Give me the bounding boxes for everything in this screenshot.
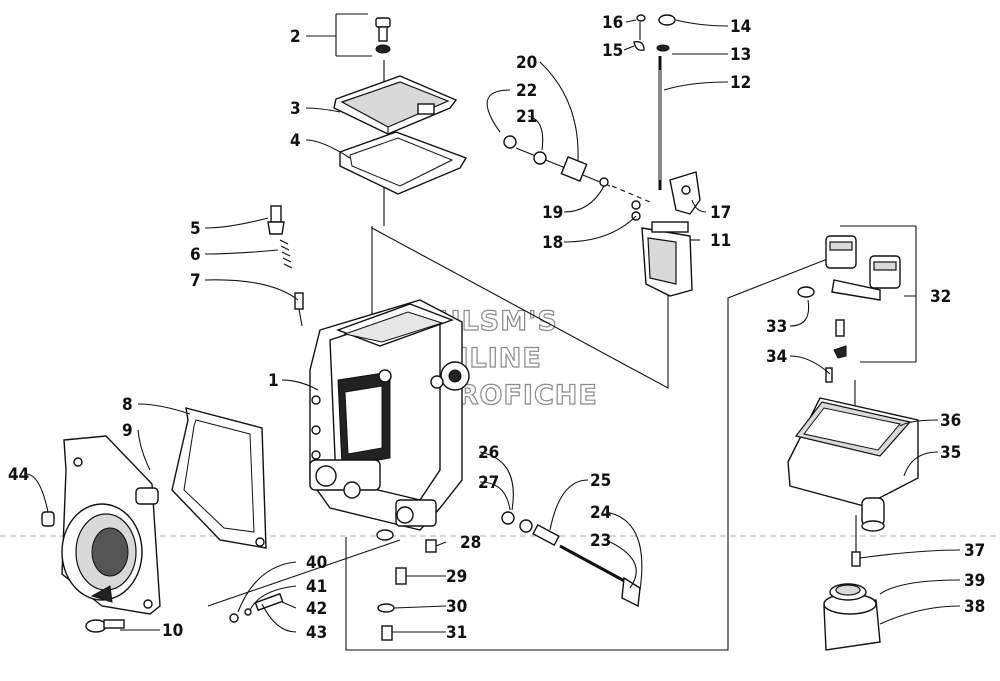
callout-labels: 1 2 3 4 5 6 7 8 9 10 11 12 13 14 15 16 1… <box>8 13 985 643</box>
callout-30: 30 <box>446 597 467 617</box>
callout-13: 13 <box>730 45 751 65</box>
intake-flange <box>61 435 161 615</box>
callout-42: 42 <box>306 599 327 619</box>
pilot-jet-set <box>501 511 641 608</box>
callout-1: 1 <box>268 371 279 391</box>
callout-4: 4 <box>290 131 301 151</box>
callout-9: 9 <box>122 421 133 441</box>
callout-14: 14 <box>730 17 751 37</box>
callout-19: 19 <box>542 203 563 223</box>
callout-7: 7 <box>190 271 201 291</box>
throttle-shaft <box>503 135 651 221</box>
needle-clip <box>633 14 646 52</box>
callout-2: 2 <box>290 27 301 47</box>
callout-32: 32 <box>930 287 951 307</box>
callout-31: 31 <box>446 623 467 643</box>
callout-27: 27 <box>478 473 499 493</box>
callout-44: 44 <box>8 465 29 485</box>
pilot-air-screw-set <box>267 205 304 327</box>
callout-38: 38 <box>964 597 985 617</box>
callout-20: 20 <box>516 53 537 73</box>
cover-gasket <box>339 131 468 195</box>
throttle-valve <box>641 221 693 297</box>
callout-21: 21 <box>516 107 537 127</box>
callout-3: 3 <box>290 99 301 119</box>
callout-43: 43 <box>306 623 327 643</box>
callout-29: 29 <box>446 567 467 587</box>
starter-plunger-set <box>207 539 401 623</box>
flange-screw <box>85 619 125 633</box>
leader-lines <box>25 13 961 633</box>
carburetor-body <box>309 299 470 541</box>
callout-23: 23 <box>590 531 611 551</box>
bottom-screws <box>377 539 437 641</box>
callout-5: 5 <box>190 219 201 239</box>
callout-24: 24 <box>590 503 611 523</box>
callout-36: 36 <box>940 411 961 431</box>
intake-gasket <box>171 407 267 549</box>
callout-12: 12 <box>730 73 751 93</box>
callout-35: 35 <box>940 443 961 463</box>
callout-10: 10 <box>162 621 183 641</box>
float-bowl <box>787 397 919 651</box>
callout-28: 28 <box>460 533 481 553</box>
callout-34: 34 <box>766 347 787 367</box>
float-assembly <box>797 235 901 383</box>
callout-22: 22 <box>516 81 537 101</box>
callout-16: 16 <box>602 13 623 33</box>
callout-8: 8 <box>122 395 133 415</box>
float-bowl-cover <box>333 75 458 135</box>
callout-11: 11 <box>710 231 731 251</box>
jet-needle <box>656 14 676 190</box>
callout-33: 33 <box>766 317 787 337</box>
callout-15: 15 <box>602 41 623 61</box>
callout-40: 40 <box>306 553 327 573</box>
callout-25: 25 <box>590 471 611 491</box>
callout-17: 17 <box>710 203 731 223</box>
callout-37: 37 <box>964 541 985 561</box>
callout-6: 6 <box>190 245 201 265</box>
callout-41: 41 <box>306 577 327 597</box>
throttle-lever <box>669 171 701 215</box>
callout-26: 26 <box>478 443 499 463</box>
vent-hose <box>41 511 55 527</box>
cover-screw <box>375 17 391 54</box>
callout-18: 18 <box>542 233 563 253</box>
callout-39: 39 <box>964 571 985 591</box>
